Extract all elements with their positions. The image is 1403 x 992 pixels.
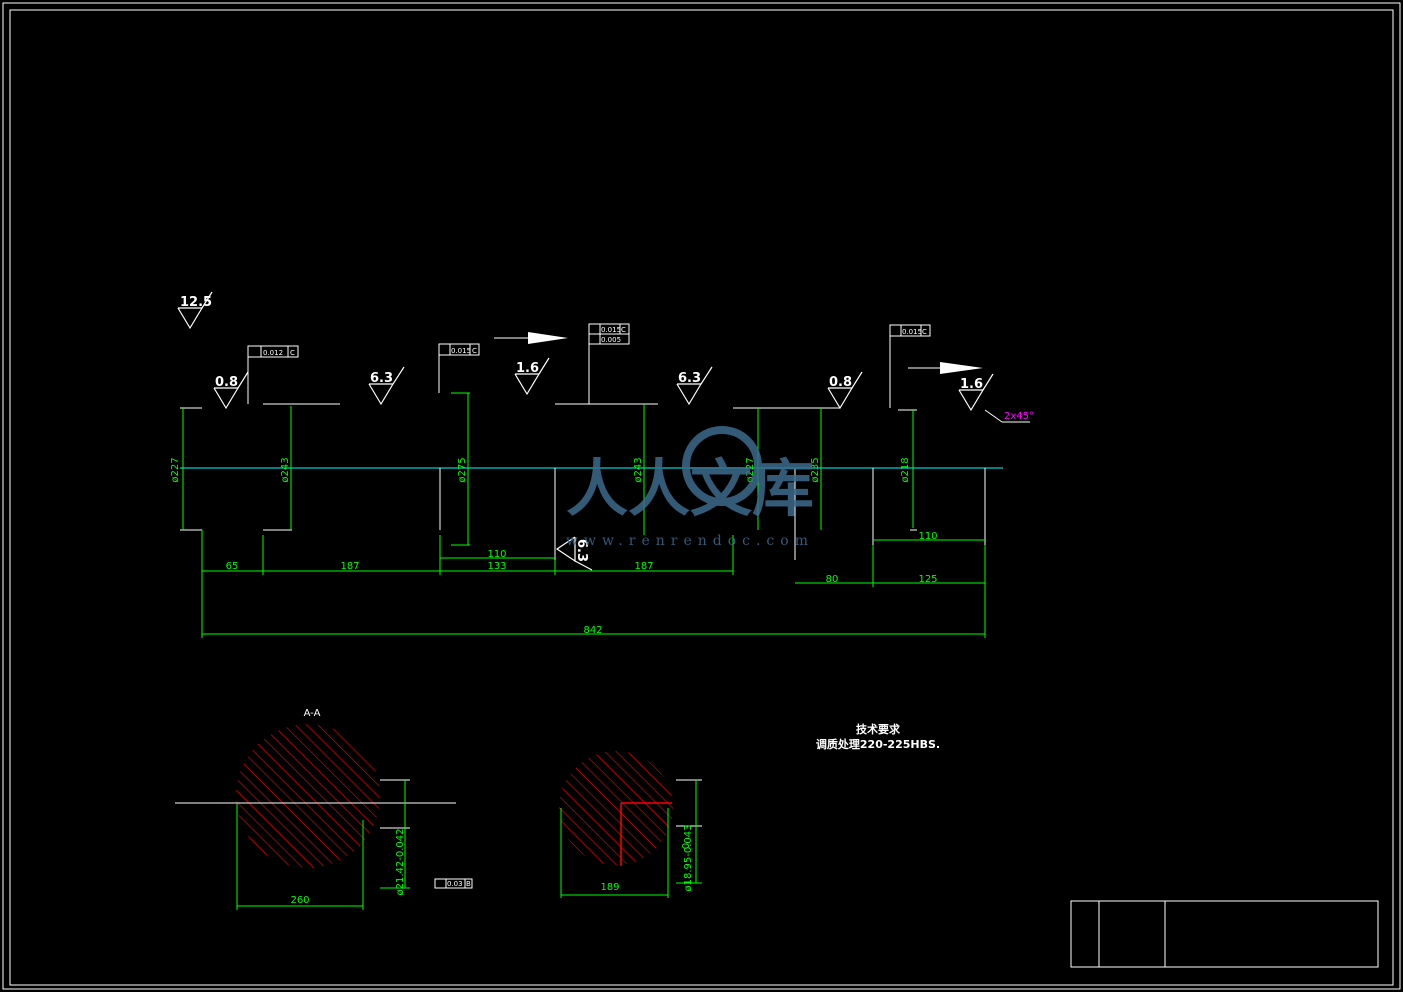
watermark-logo-ring: [682, 426, 762, 506]
tolerance-frames: [247, 323, 931, 889]
tol-frame-2-datum: C: [472, 347, 477, 355]
tol-frame-4-value: 0.015: [902, 328, 922, 336]
length-label-110a: 110: [487, 549, 506, 560]
section-1-width-label: 260: [290, 895, 309, 906]
tech-requirements-title: 技术要求: [856, 722, 901, 736]
roughness-label-5: 6.3: [678, 371, 701, 386]
tol-frame-2-value: 0.015: [451, 347, 471, 355]
section-view-2: [559, 751, 702, 898]
title-block: [1070, 900, 1379, 968]
length-label-65: 65: [226, 561, 239, 572]
roughness-label-1: 12.5: [180, 295, 212, 310]
roughness-label-2: 0.8: [215, 375, 238, 390]
roughness-label-8: 6.3: [574, 539, 589, 562]
roughness-symbols: [177, 291, 994, 571]
diameter-label-4: ø243: [633, 457, 644, 482]
tol-frame-3-datum: C: [621, 326, 626, 334]
roughness-labels: 12.5 0.8 6.3 1.6 6.3 0.8 1.6 6.3: [180, 295, 983, 562]
length-label-187b: 187: [634, 561, 653, 572]
length-label-80: 80: [826, 574, 839, 585]
watermark-cn: 人人文库: [566, 452, 814, 525]
diameter-label-2: ø243: [280, 457, 291, 482]
inner-border: [9, 9, 1394, 986]
section-view-1: [175, 724, 456, 910]
length-label-842: 842: [583, 625, 602, 636]
diameter-label-6: ø235: [810, 457, 821, 482]
diameter-label-1: ø227: [170, 457, 181, 482]
length-dims: [201, 530, 986, 638]
diameter-label-5: ø227: [745, 457, 756, 482]
watermark: 人人文库 www.renrendoc.com: [566, 426, 814, 549]
tol-frame-1-datum: C: [290, 349, 295, 357]
watermark-url: www.renrendoc.com: [566, 533, 814, 549]
tol-frame-3-value-b: 0.005: [601, 336, 621, 344]
roughness-label-4: 1.6: [516, 361, 539, 376]
length-label-187a: 187: [340, 561, 359, 572]
tol-frame-4-datum: C: [922, 328, 927, 336]
length-label-125: 125: [918, 574, 937, 585]
tolerance-labels: 0.012 C 0.015 C 0.015 C 0.005 0.015 C 0.…: [263, 326, 927, 888]
tech-requirements-text: 调质处理220-225HBS.: [816, 737, 940, 751]
tol-frame-1-value: 0.012: [263, 349, 283, 357]
length-label-133: 133: [487, 561, 506, 572]
leaders: [247, 330, 1030, 423]
section-2-width-label: 189: [600, 882, 619, 893]
section-2-zero-label: 0: [681, 843, 692, 849]
diameter-label-7: ø218: [900, 457, 911, 482]
arrowheads: [528, 332, 983, 374]
diameter-labels: ø227 ø243 ø275 ø243 ø227 ø235 ø218: [170, 457, 911, 482]
roughness-label-3: 6.3: [370, 371, 393, 386]
diameter-label-3: ø275: [457, 457, 468, 482]
section-label: A-A: [304, 708, 321, 719]
roughness-label-6: 0.8: [829, 375, 852, 390]
section-1-depth-label: ø21.42-0.042: [395, 829, 406, 896]
section-2-depth-label: ø18.95-0.043: [683, 825, 694, 892]
tol-frame-3-value-a: 0.015: [601, 326, 621, 334]
length-label-110b: 110: [918, 531, 937, 542]
length-labels: 65 187 110 133 187 110 80 125 842: [226, 531, 938, 636]
roughness-label-7: 1.6: [960, 377, 983, 392]
keyway-tol-value: 0.03: [447, 880, 463, 888]
shaft-outline: [180, 403, 986, 560]
keyway-tol-datum: B: [466, 880, 471, 888]
chamfer-label: 2x45°: [1004, 411, 1034, 422]
